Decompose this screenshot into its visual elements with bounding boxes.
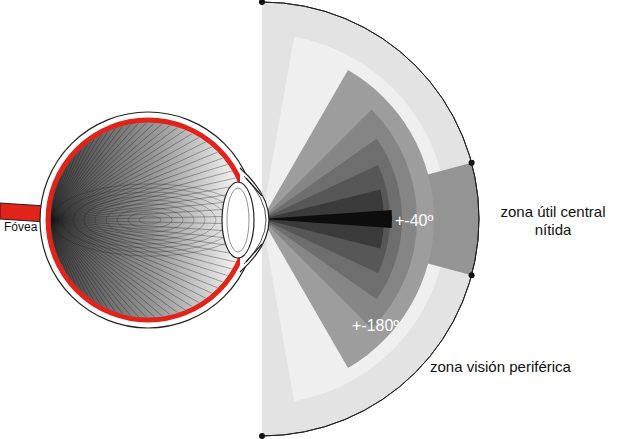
retina-fiber xyxy=(50,220,139,421)
boundary-dot xyxy=(469,160,475,166)
retina-fiber xyxy=(95,200,205,240)
retina-fiber xyxy=(50,84,223,220)
angle-label: +-40º xyxy=(395,211,433,230)
retina-fiber xyxy=(50,220,163,409)
retina-fiber xyxy=(128,212,172,228)
retina-fiber xyxy=(62,188,238,252)
retina-fiber xyxy=(50,220,155,413)
lens-inner xyxy=(227,188,249,252)
retina-fiber xyxy=(50,58,199,220)
retina-fiber xyxy=(51,184,249,256)
boundary-dot xyxy=(259,0,265,5)
retina-fiber xyxy=(50,91,228,220)
retina-fiber xyxy=(50,15,131,220)
retina-fiber xyxy=(50,10,114,220)
retina-fiber xyxy=(106,204,194,236)
sclera xyxy=(40,112,256,328)
retina-fiber xyxy=(50,19,139,220)
angle-label: +-180º xyxy=(352,316,399,335)
retina-fiber xyxy=(50,220,228,349)
retina-fiber xyxy=(50,220,217,363)
retina-fiber xyxy=(50,220,114,430)
retina-fiber xyxy=(50,220,211,370)
retina-fiber xyxy=(73,192,227,248)
retina-fiber xyxy=(50,129,250,220)
retina-fiber xyxy=(50,220,88,437)
retina-fiber xyxy=(84,196,216,244)
zone-label: zona visión periférica xyxy=(430,358,571,376)
retina-fiber xyxy=(50,220,97,435)
field-wedge xyxy=(262,109,417,328)
boundary-dot xyxy=(469,272,475,278)
retina-fiber xyxy=(50,220,250,311)
retina-fiber xyxy=(50,64,205,220)
retina-fiber xyxy=(50,7,106,220)
retina-fiber xyxy=(50,121,247,220)
eyeball xyxy=(0,3,270,436)
retina-fiber xyxy=(50,220,223,356)
retina-fiber xyxy=(50,220,205,376)
retina-fiber xyxy=(50,220,192,388)
retina-fiber xyxy=(50,5,97,220)
optic-nerve xyxy=(0,203,46,222)
part-label: Fóvea xyxy=(4,220,37,234)
field-wedge xyxy=(262,139,402,300)
field-wedge xyxy=(262,70,434,368)
retina-fiber xyxy=(50,220,199,382)
retina-fiber xyxy=(50,220,106,433)
lens xyxy=(222,182,254,258)
field-wedge xyxy=(262,37,447,401)
retina xyxy=(48,120,248,320)
retina-fiber xyxy=(50,41,178,220)
boundary-dot xyxy=(259,433,265,439)
retina-fiber xyxy=(50,220,131,425)
retina-fiber xyxy=(50,220,147,417)
retina-fiber xyxy=(50,220,170,404)
retina-fiber xyxy=(50,220,178,399)
foveal-wedge xyxy=(262,210,392,228)
retina-fiber xyxy=(50,220,185,394)
zone-label: zona útil central nítida xyxy=(494,203,612,239)
retina-fiber xyxy=(139,216,161,224)
retina-fiber xyxy=(50,220,123,428)
retina-fiber xyxy=(50,70,211,220)
retina-fiber xyxy=(117,208,183,232)
vitreous-texture xyxy=(50,3,270,436)
